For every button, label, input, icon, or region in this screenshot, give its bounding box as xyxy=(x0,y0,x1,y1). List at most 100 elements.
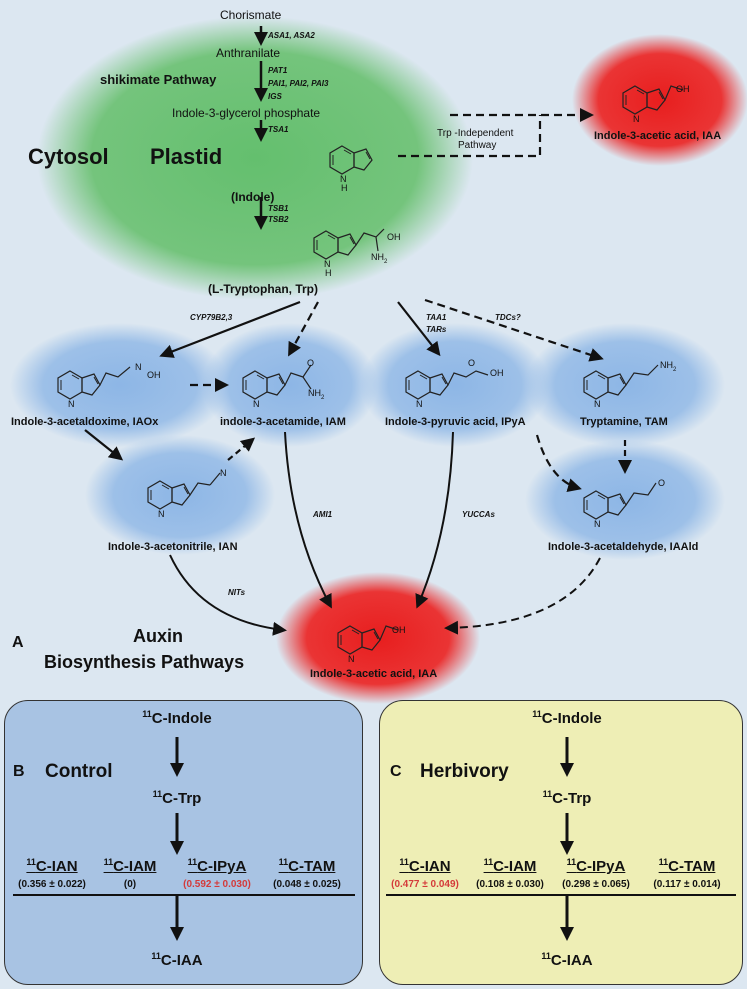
label-trp-independent: Trp -Independent xyxy=(437,128,514,139)
compound-igp: Indole-3-glycerol phosphate xyxy=(172,106,321,120)
enzyme-tsb2: TSB2 xyxy=(268,215,289,224)
b-ian: 11C-IAN xyxy=(26,857,78,875)
atom-n-ian: N xyxy=(220,468,227,478)
c-arrows xyxy=(386,737,736,941)
atom-n-iaa-top: N xyxy=(633,114,640,124)
arrow-ipya-iaald xyxy=(535,434,582,492)
ipya-structure xyxy=(405,370,489,400)
enzyme-tdcs: TDCs? xyxy=(495,313,521,322)
plastid-region xyxy=(37,16,473,300)
compound-iaa-top: Indole-3-acetic acid, IAA xyxy=(594,130,722,142)
atom-o-iam: O xyxy=(307,358,315,368)
atom-n-iaald-ring: N xyxy=(594,519,601,529)
c-value-ipya: (0.298 ± 0.065) xyxy=(562,879,630,890)
panel-herbivory: 11C-Indole C Herbivory 11C-Trp 11C-IAN 1… xyxy=(379,700,743,985)
iaa-bottom-structure xyxy=(337,625,399,655)
c-ian: 11C-IAN xyxy=(399,857,451,875)
compound-anthranilate: Anthranilate xyxy=(216,46,281,60)
b-trp: 11C-Trp xyxy=(152,789,202,807)
b-title: Control xyxy=(45,761,113,782)
c-letter: C xyxy=(390,763,402,780)
c-title: Herbivory xyxy=(420,761,509,782)
compound-indole: (Indole) xyxy=(231,190,275,204)
compound-iaald: Indole-3-acetaldehyde, IAAld xyxy=(548,541,699,553)
compound-iaa-bottom: Indole-3-acetic acid, IAA xyxy=(310,668,438,680)
b-value-tam: (0.048 ± 0.025) xyxy=(273,879,341,890)
enzyme-cyp: CYP79B2,3 xyxy=(190,313,233,322)
atom-nh2-tam: NH2 xyxy=(660,360,677,373)
atom-o-iaald: O xyxy=(658,478,666,488)
c-value-iam: (0.108 ± 0.030) xyxy=(476,879,544,890)
atom-n-iaox-ring: N xyxy=(68,399,75,409)
arrow-ian-iam xyxy=(227,437,256,461)
atom-n-iaa-bottom: N xyxy=(348,654,355,664)
enzyme-tars: TARs xyxy=(426,325,447,334)
panel-a-title-1: Auxin xyxy=(133,626,184,646)
compound-tam: Tryptamine, TAM xyxy=(580,416,668,428)
enzyme-taa1: TAA1 xyxy=(426,313,447,322)
tam-blob xyxy=(525,323,725,447)
arrow-iaald-iaa xyxy=(444,557,601,635)
b-iam: 11C-IAM xyxy=(103,857,157,875)
compound-iaox: Indole-3-acetaldoxime, IAOx xyxy=(11,416,159,428)
arrow-ian-iaa xyxy=(169,554,287,636)
arrow-iaox-ian xyxy=(84,429,124,461)
iaox-structure xyxy=(57,366,131,400)
atom-oh-iaa-top: OH xyxy=(676,84,690,94)
atom-n-ian-ring: N xyxy=(158,509,165,519)
ian-blob xyxy=(85,435,275,555)
arrow-trp-tam xyxy=(424,298,604,362)
atom-nh2-trp: NH2 xyxy=(371,252,388,265)
c-value-ian: (0.477 ± 0.049) xyxy=(391,879,459,890)
b-arrows xyxy=(13,737,355,941)
enzyme-ami1: AMI1 xyxy=(313,510,333,519)
dashed-indole-to-iaa xyxy=(398,115,542,158)
atom-n-iaox: N xyxy=(135,362,142,372)
atom-n-ipya-ring: N xyxy=(416,399,423,409)
enzyme-yuccas: YUCCAs xyxy=(462,510,495,519)
tam-structure xyxy=(583,364,659,400)
ipya-blob xyxy=(360,323,550,447)
enzyme-nits: NITs xyxy=(228,588,246,597)
iaa-top-structure xyxy=(622,85,684,115)
b-ipya: 11C-IPyA xyxy=(187,857,247,875)
enzyme-tsa1: TSA1 xyxy=(268,125,289,134)
atom-nh2-iam: NH2 xyxy=(308,388,325,401)
b-iaa: 11C-IAA xyxy=(151,951,203,969)
c-value-tam: (0.117 ± 0.014) xyxy=(653,879,721,890)
label-plastid: Plastid xyxy=(150,144,223,169)
b-value-ipya: (0.592 ± 0.030) xyxy=(183,879,251,890)
enzyme-asa: ASA1, ASA2 xyxy=(268,31,315,40)
atom-oh-trp: OH xyxy=(387,232,401,242)
atom-n-trp: N xyxy=(324,259,331,269)
arrow-ipya-iaa xyxy=(415,431,454,609)
compound-ipya: Indole-3-pyruvic acid, IPyA xyxy=(385,416,526,428)
iaald-blob xyxy=(525,440,725,560)
c-indole: 11C-Indole xyxy=(532,709,602,727)
label-shikimate: shikimate Pathway xyxy=(100,72,217,87)
arrow-trp-iaox xyxy=(159,300,301,358)
arrow-trp-iam xyxy=(288,301,319,357)
enzyme-pai: PAI1, PAI2, PAI3 xyxy=(268,79,329,88)
c-ipya: 11C-IPyA xyxy=(566,857,626,875)
atom-oh-ipya: OH xyxy=(490,368,504,378)
label-pathway: Pathway xyxy=(458,140,497,151)
b-letter: B xyxy=(13,763,25,780)
c-iam: 11C-IAM xyxy=(483,857,537,875)
panel-a-letter: A xyxy=(12,634,24,651)
b-indole: 11C-Indole xyxy=(142,709,212,727)
atom-h-trp: H xyxy=(325,268,332,278)
label-cytosol: Cytosol xyxy=(28,144,109,169)
b-value-iam: (0) xyxy=(123,879,137,890)
enzyme-igs: IGS xyxy=(268,92,282,101)
atom-oh-iaox: OH xyxy=(147,370,161,380)
enzyme-tsb1: TSB1 xyxy=(268,204,289,213)
c-tam: 11C-TAM xyxy=(658,857,716,875)
iaa-top-highlight xyxy=(572,34,747,166)
c-iaa: 11C-IAA xyxy=(541,951,593,969)
iaox-blob xyxy=(10,323,230,447)
panel-a-title-2: Biosynthesis Pathways xyxy=(44,652,245,672)
iam-blob xyxy=(202,323,378,447)
panel-control: 11C-Indole B Control 11C-Trp 11C-IAN 11C… xyxy=(4,700,363,985)
